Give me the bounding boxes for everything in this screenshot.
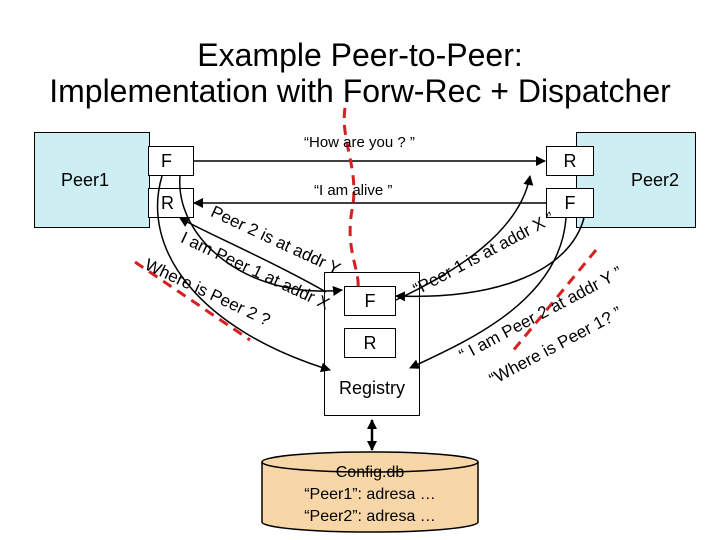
peer2-label: Peer2 (630, 169, 679, 190)
peer1-is-at-arrow (395, 175, 534, 301)
registry-forwarder[interactable]: F (344, 286, 396, 316)
where-is-peer1-arrow (409, 217, 567, 369)
registry-receiver[interactable]: R (344, 328, 396, 358)
red-cut-lines (134, 107, 598, 353)
where-is-peer2-arrow (156, 175, 331, 373)
i-am-peer2-arrow (395, 217, 585, 302)
how-are-you-label: “How are you ? ” (304, 134, 415, 151)
page-title-line2: Implementation with Forw-Rec + Dispatche… (49, 73, 671, 109)
config-db-line2: “Peer1”: adresa … (304, 486, 436, 503)
config-db-line1: Config.db (335, 464, 405, 481)
registry-forwarder-label: F (364, 290, 376, 311)
config-db-cylinder (261, 451, 479, 533)
registry-receiver-label: R (363, 332, 377, 353)
peer2-forwarder-label: F (564, 192, 576, 213)
peer2-receiver[interactable]: R (546, 146, 594, 176)
config-db-line3: “Peer2”: adresa … (304, 508, 436, 525)
peer2-is-at-arrow (179, 217, 327, 293)
peer1-box[interactable]: Peer1 (34, 132, 150, 228)
peer1-label: Peer1 (61, 169, 110, 190)
center-cut-line (342, 107, 360, 289)
peer2-forwarder[interactable]: F (546, 188, 594, 218)
i-am-peer1-arrow (179, 175, 343, 296)
registry-label: Registry (338, 378, 405, 398)
i-am-alive-label: “I am alive ” (314, 182, 393, 199)
peer1-forwarder[interactable]: F (148, 146, 194, 176)
page-title-line1: Example Peer-to-Peer: (197, 37, 523, 73)
peer1-forwarder-label: F (161, 150, 172, 171)
left-cut-line (134, 260, 251, 342)
peer2-box[interactable]: Peer2 (576, 132, 696, 228)
peer2-receiver-label: R (563, 150, 577, 171)
right-cut-line (510, 249, 598, 353)
peer1-receiver-label: R (161, 192, 174, 213)
